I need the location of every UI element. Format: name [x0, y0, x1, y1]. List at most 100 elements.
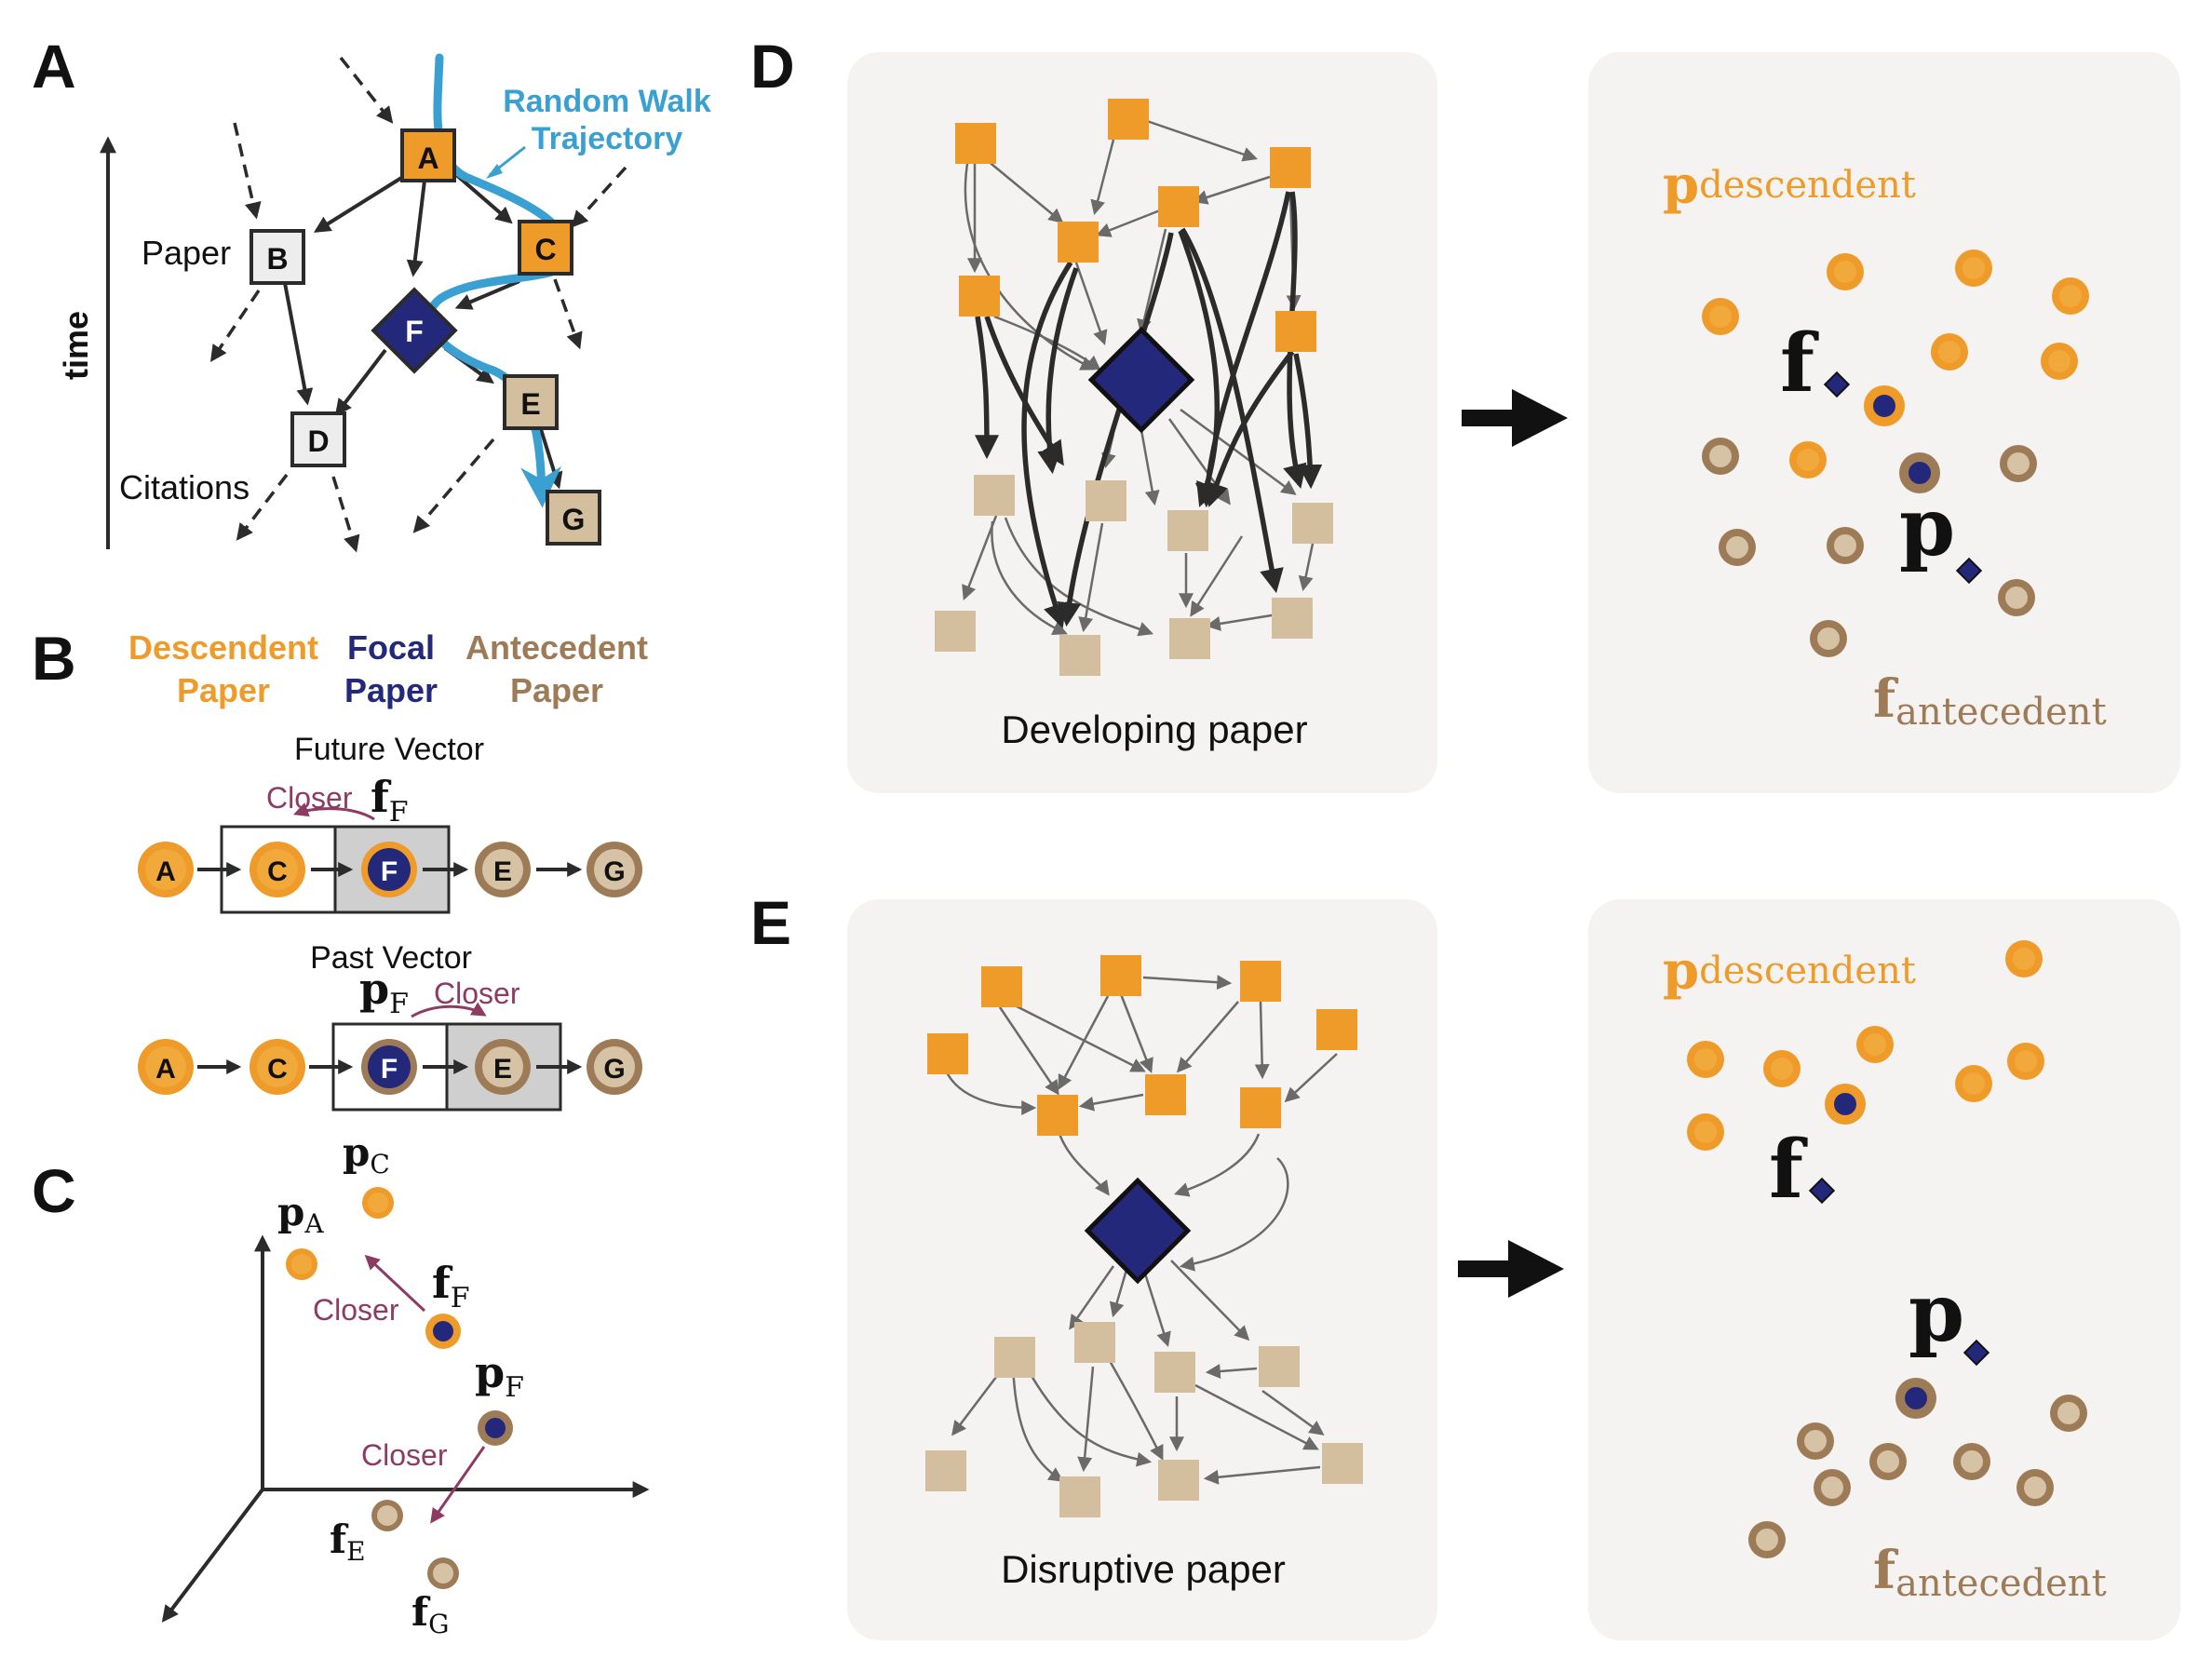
panel-b-label: B	[32, 624, 76, 693]
legend-focal-line1: Focal	[347, 628, 435, 667]
label-fE: fE	[330, 1516, 366, 1567]
axes-3d	[161, 1234, 650, 1623]
node-e: E	[503, 374, 559, 430]
label-fG: fG	[411, 1589, 449, 1639]
disruptive-p-descendent-label: pdescendent	[1663, 940, 1916, 1002]
walk-label-pointer-head	[486, 164, 503, 179]
future-node-a: A	[138, 842, 194, 897]
closer-arrow-bottom	[430, 1446, 486, 1524]
label-pA: pA	[277, 1189, 324, 1239]
panel-c: C Closer Closer pC pA fF pF fE fG	[32, 1129, 650, 1639]
past-node-g: G	[587, 1039, 642, 1095]
disruptive-antecedent-points	[1748, 1395, 2087, 1558]
past-closer-arrow	[411, 1002, 487, 1018]
svg-text:G: G	[603, 1054, 625, 1085]
future-vector-title: Future Vector	[294, 732, 484, 767]
developing-bold-arrows	[974, 191, 1323, 628]
node-b: B	[250, 229, 305, 285]
svg-text:A: A	[155, 856, 176, 887]
panel-a: A time Random Wa	[32, 32, 711, 553]
disruptive-p-diamond	[1962, 1339, 1990, 1367]
svg-text:C: C	[534, 233, 556, 266]
developing-focal-diamond	[1087, 326, 1195, 434]
past-node-f: F	[361, 1039, 417, 1095]
developing-f-diamond	[1823, 371, 1851, 398]
closer-arrow-top	[364, 1254, 426, 1313]
paper-label: Paper	[142, 234, 231, 272]
panel-d-label: D	[750, 32, 795, 101]
legend-descendent-line1: Descendent	[128, 628, 318, 667]
legend-descendent-line2: Paper	[177, 671, 270, 709]
disruptive-antecedent-squares	[925, 1322, 1363, 1517]
developing-f-marker-label: f	[1780, 317, 1819, 411]
disruptive-descendent-points	[1687, 940, 2044, 1151]
past-p-label: pF	[359, 964, 409, 1020]
svg-text:C: C	[267, 1054, 288, 1085]
past-node-a: A	[138, 1039, 194, 1095]
disruptive-embed-bg	[1588, 899, 2180, 1640]
developing-p-descendent-label: pdescendent	[1663, 155, 1916, 216]
developing-p-diamond	[1955, 557, 1983, 585]
legend-focal-line2: Paper	[344, 671, 438, 709]
disruptive-transition-arrow	[1458, 1240, 1564, 1298]
random-walk-label-line1: Random Walk	[503, 84, 711, 119]
past-vector-title: Past Vector	[310, 940, 472, 976]
panel-b: B Descendent Paper Focal Paper Anteceden…	[32, 624, 648, 1112]
future-closer-label: Closer	[266, 781, 353, 815]
closer-label-bottom: Closer	[361, 1438, 448, 1472]
random-walk-label-line2: Trajectory	[532, 121, 683, 156]
past-closer-label: Closer	[434, 977, 520, 1010]
disruptive-descendent-squares	[927, 955, 1357, 1136]
future-node-e: E	[475, 842, 531, 897]
svg-text:F: F	[381, 856, 398, 887]
closer-label-top: Closer	[313, 1293, 399, 1327]
developing-descendent-squares	[955, 99, 1316, 352]
dashed-arrows	[209, 56, 627, 553]
disruptive-focal-points	[1825, 1084, 1936, 1419]
developing-antecedent-points	[1702, 438, 2037, 657]
past-node-e: E	[475, 1039, 531, 1095]
future-node-f: F	[361, 842, 417, 897]
svg-text:E: E	[520, 387, 540, 421]
panel-e-label: E	[750, 888, 791, 957]
citations-label: Citations	[119, 468, 250, 506]
legend-antecedent-line2: Paper	[510, 671, 603, 709]
developing-focal-points	[1864, 385, 1940, 493]
past-chain: A C F E G	[138, 1039, 642, 1095]
disruptive-grey-arrows	[944, 975, 1338, 1485]
label-fF: fF	[432, 1258, 470, 1314]
developing-antecedent-squares	[935, 475, 1333, 676]
svg-text:G: G	[562, 503, 586, 536]
future-closer-arrow	[292, 802, 375, 821]
time-label: time	[57, 311, 95, 380]
solid-arrows	[283, 171, 563, 490]
developing-caption: Developing paper	[1001, 708, 1307, 751]
svg-text:D: D	[307, 425, 329, 458]
panel-c-label: C	[32, 1156, 76, 1225]
svg-text:A: A	[417, 142, 438, 175]
svg-text:F: F	[381, 1054, 398, 1085]
panel-a-label: A	[32, 32, 76, 101]
svg-text:E: E	[493, 1054, 512, 1085]
svg-text:F: F	[405, 315, 424, 348]
developing-transition-arrow	[1462, 389, 1568, 447]
panel-d: D	[750, 32, 2180, 793]
legend-antecedent-line1: Antecedent	[465, 628, 648, 667]
label-pF: pF	[475, 1347, 524, 1404]
node-c: C	[518, 220, 573, 276]
svg-text:B: B	[266, 242, 288, 276]
past-node-c: C	[250, 1039, 305, 1095]
developing-f-antecedent-label: fantecedent	[1873, 668, 2107, 734]
node-d: D	[290, 411, 346, 467]
label-pC: pC	[343, 1129, 390, 1179]
future-node-g: G	[587, 842, 642, 897]
svg-text:A: A	[155, 1054, 176, 1085]
disruptive-f-marker-label: f	[1769, 1123, 1808, 1217]
node-g: G	[546, 490, 601, 546]
node-a: A	[400, 128, 456, 182]
future-chain: A C F E G	[138, 842, 642, 897]
disruptive-p-marker-label: p	[1909, 1266, 1964, 1360]
svg-text:C: C	[267, 856, 288, 887]
svg-text:G: G	[603, 856, 625, 887]
